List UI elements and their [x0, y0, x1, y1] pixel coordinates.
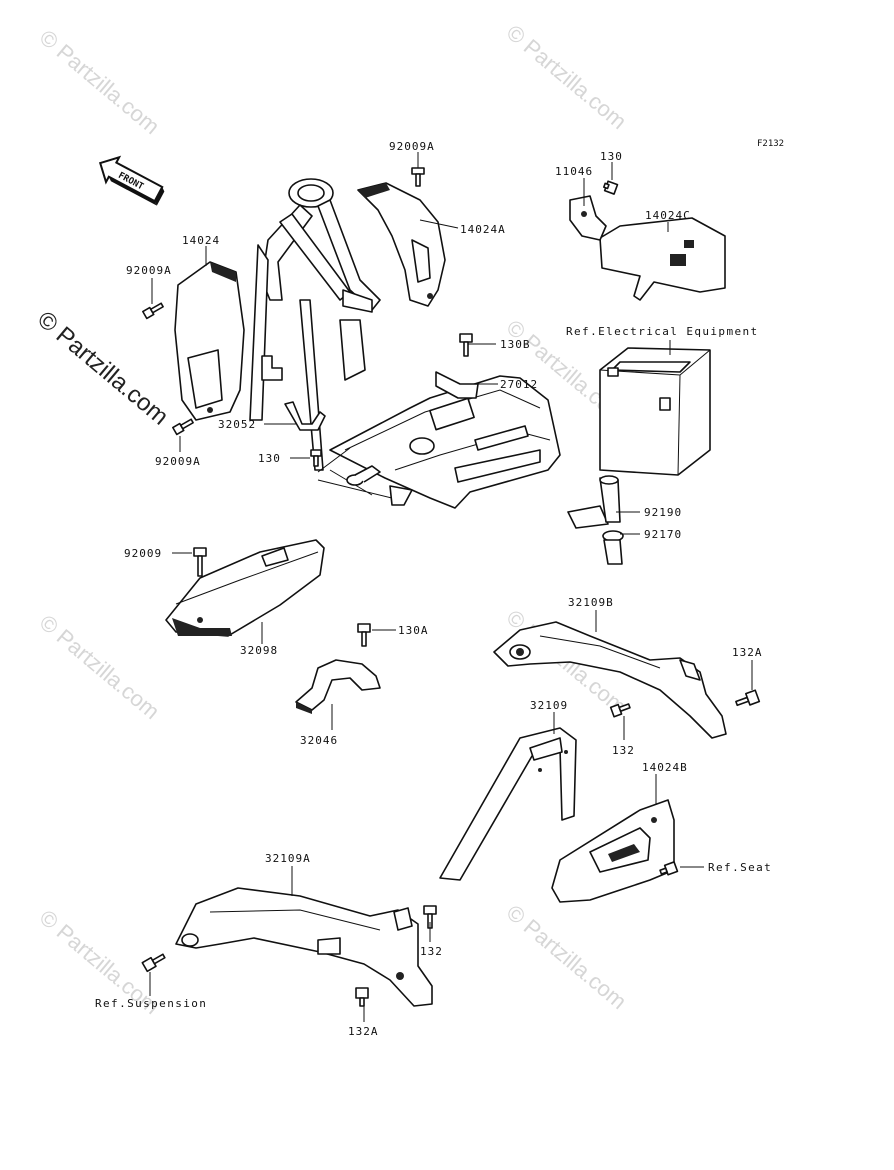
bolt-92009a-bottom	[172, 418, 194, 436]
label-92170: 92170	[644, 528, 682, 541]
label-132-mid: 132	[612, 744, 635, 757]
watermark-tile: © Partzilla.com	[35, 25, 165, 139]
bolt-130-left	[310, 449, 322, 467]
label-130-top: 130	[600, 150, 623, 163]
label-130b: 130B	[500, 338, 531, 351]
label-32109: 32109	[530, 699, 568, 712]
label-92009a-left: 92009A	[126, 264, 172, 277]
label-32109b: 32109B	[568, 596, 614, 609]
frame-drawing	[249, 178, 561, 509]
part-labels: 92009A 14024A 14024 92009A 92009A 32052 …	[95, 140, 772, 1038]
label-92009a-bottom: 92009A	[155, 455, 201, 468]
watermark-tile: © Partzilla.com	[502, 20, 632, 134]
bolt-130-top	[602, 180, 619, 195]
label-32109a: 32109A	[265, 852, 311, 865]
handle-32109b	[493, 621, 727, 739]
label-92190: 92190	[644, 506, 682, 519]
bolt-92009a-left	[142, 302, 164, 320]
battery	[599, 347, 711, 476]
label-132a-low: 132A	[348, 1025, 379, 1038]
label-14024c: 14024C	[645, 209, 691, 222]
label-130a: 130A	[398, 624, 429, 637]
ref-suspension: Ref.Suspension	[95, 997, 207, 1010]
bolt-130a	[357, 623, 371, 647]
figure-code: F2132	[757, 139, 784, 149]
bolt-ref-seat	[659, 861, 679, 876]
label-11046: 11046	[555, 165, 593, 178]
cover-14024	[174, 261, 245, 421]
cover-14024a	[357, 182, 446, 307]
bracket-32046	[295, 659, 381, 714]
terminal-92190	[567, 475, 621, 529]
label-14024: 14024	[182, 234, 220, 247]
cover-14024b	[551, 799, 675, 903]
watermark-main: © Partzilla.com	[32, 306, 173, 431]
handle-32109a	[175, 887, 433, 1007]
tray-32098	[165, 539, 325, 637]
bolt-132a-low	[355, 987, 369, 1007]
label-14024b: 14024B	[642, 761, 688, 774]
label-92009a-top: 92009A	[389, 140, 435, 153]
bolt-130b	[459, 333, 473, 357]
bolt-132a-right	[735, 689, 761, 707]
bolt-92009	[193, 547, 207, 577]
label-132-low: 132	[420, 945, 443, 958]
boot-92170	[602, 530, 624, 565]
ref-electrical-equipment: Ref.Electrical Equipment	[566, 325, 759, 338]
bracket-11046	[569, 195, 607, 241]
label-130-left: 130	[258, 452, 281, 465]
leader-lines	[149, 152, 753, 1022]
watermark-tile: © Partzilla.com	[502, 900, 632, 1014]
bolt-92009a-top	[411, 167, 425, 187]
battery-case-14024c	[599, 217, 726, 301]
watermark-tile: © Partzilla.com	[35, 610, 165, 724]
label-32098: 32098	[240, 644, 278, 657]
label-92009: 92009	[124, 547, 162, 560]
ref-seat: Ref.Seat	[708, 861, 772, 874]
label-32046: 32046	[300, 734, 338, 747]
label-14024a: 14024A	[460, 223, 506, 236]
label-27012: 27012	[500, 378, 538, 391]
label-32052: 32052	[218, 418, 256, 431]
label-132a-right: 132A	[732, 646, 763, 659]
front-arrow-icon: FRONT	[98, 155, 165, 206]
bolt-132-mid	[609, 703, 631, 718]
bolt-ref-suspension	[141, 953, 166, 973]
rail-32109	[439, 727, 577, 881]
